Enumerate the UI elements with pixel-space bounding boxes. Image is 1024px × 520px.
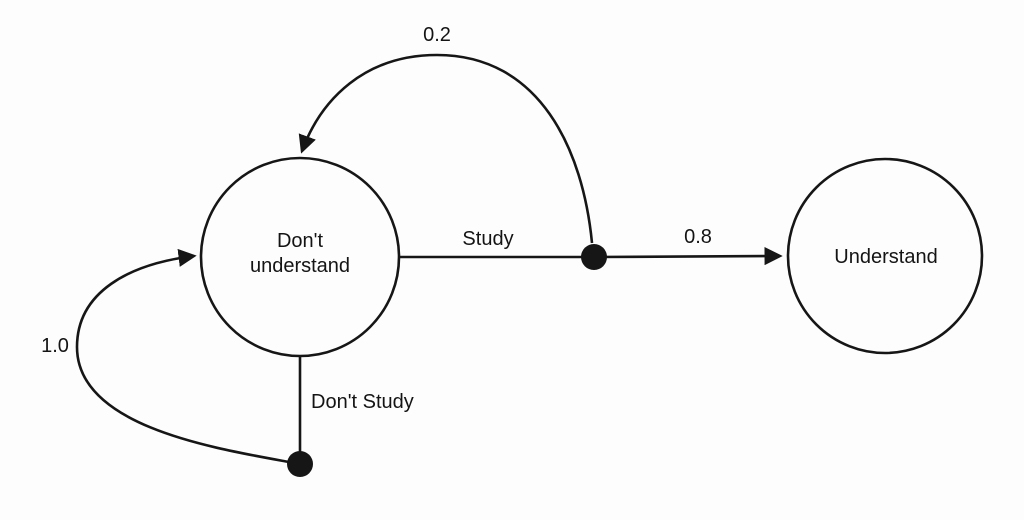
edge-probability-1-0: [75, 248, 290, 464]
action-node-dont-study: [287, 451, 313, 477]
state-label-understand: Understand: [834, 246, 937, 268]
probability-label-1-0: 1.0: [41, 335, 69, 357]
state-node-understand: [786, 157, 984, 355]
probability-label-0-2: 0.2: [423, 24, 451, 46]
edge-probability-0-8: [593, 246, 783, 266]
action-label-dont-study: Don't Study: [311, 391, 414, 413]
edge-probability-0-2: [298, 53, 594, 244]
state-label-dont-understand-line2: understand: [250, 255, 350, 277]
action-node-study: [581, 244, 607, 270]
action-label-study: Study: [462, 228, 513, 250]
state-node-dont-understand: [199, 156, 401, 358]
probability-label-0-8: 0.8: [684, 226, 712, 248]
state-label-dont-understand-line1: Don't: [277, 230, 324, 252]
